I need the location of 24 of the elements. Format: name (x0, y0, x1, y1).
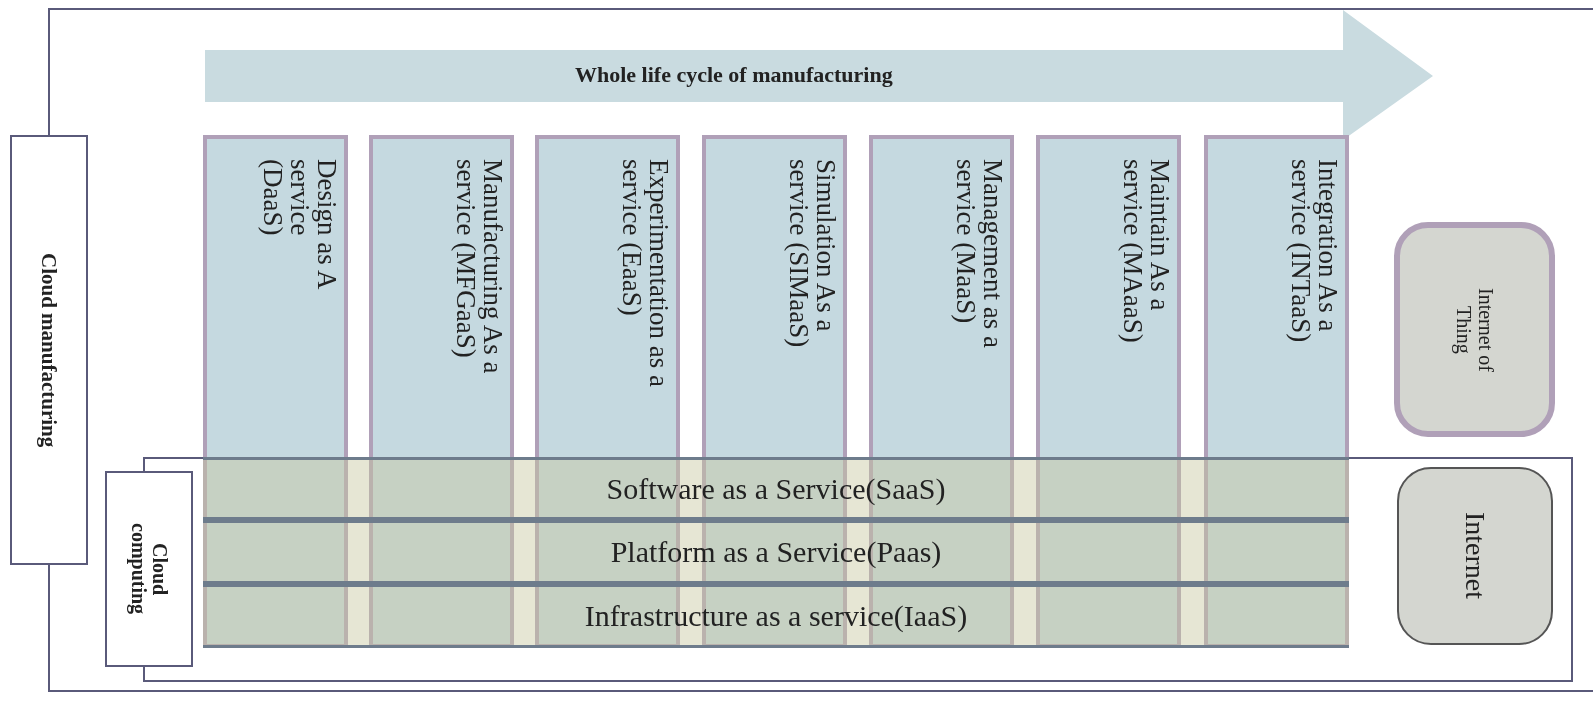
network-box (1394, 222, 1555, 437)
network-label: Internet (1459, 512, 1491, 600)
column-label: Management as a service (MaaS) (952, 159, 1006, 350)
layer-label: Platform as a Service(Paas) (610, 535, 942, 569)
service-column (1036, 135, 1181, 648)
column-label: Simulation As a service (SIMaaS) (785, 159, 839, 350)
band-label: Whole life cycle of manufacturing (575, 62, 893, 88)
layer-label: Software as a Service(SaaS) (606, 471, 946, 506)
network-label: Internet of Thing (1452, 286, 1497, 374)
network-box (1397, 467, 1553, 645)
service-column (1204, 135, 1349, 648)
frame-label: Cloud computing (105, 471, 193, 667)
column-label: Maintain As a service (MAaaS) (1119, 159, 1173, 345)
column-label: Design as A service (DaaS) (259, 159, 340, 291)
column-label: Integration As a service (INTaaS) (1287, 159, 1341, 345)
service-layer-band (203, 520, 1349, 584)
layer-label: Infrastructure as a service(IaaS) (584, 599, 968, 633)
service-layer-band (203, 584, 1349, 648)
service-column (369, 135, 514, 648)
column-label: Experimentation as a service (EaaS) (618, 159, 672, 389)
column-label: Manufacturing As a service (MFGaaS) (452, 159, 506, 376)
frame-label: Cloud manufacturing (10, 135, 88, 565)
service-column (203, 135, 348, 648)
service-layer-band (203, 457, 1349, 520)
